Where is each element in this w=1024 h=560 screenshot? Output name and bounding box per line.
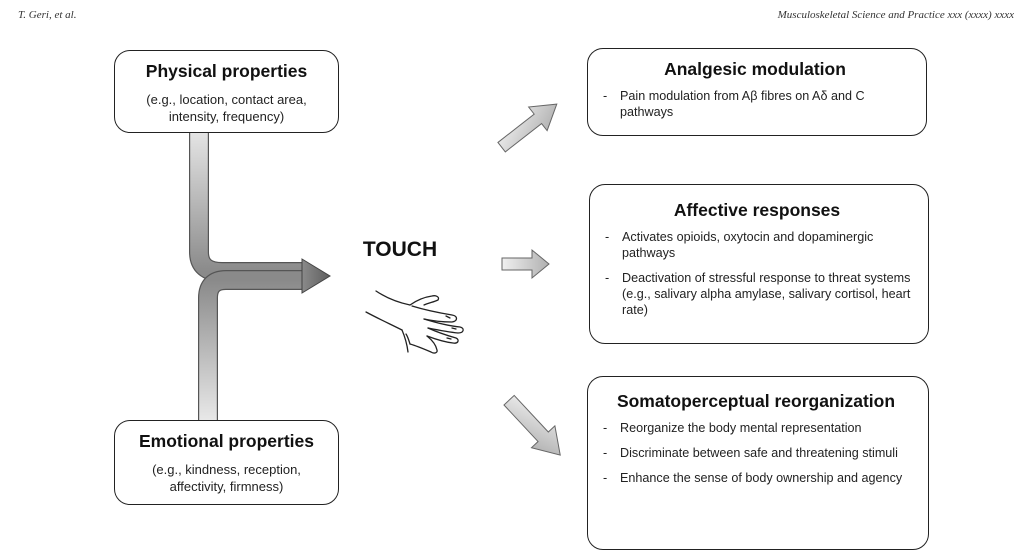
- physical-examples-line-2: intensity, frequency): [168, 109, 285, 124]
- list-item: Reorganize the body mental representatio…: [600, 420, 912, 436]
- affective-responses-title: Affective responses: [673, 200, 841, 220]
- somatoperceptual-reorganization-title: Somatoperceptual reorganization: [616, 391, 896, 411]
- emotional-properties-examples: (e.g., kindness, reception, affectivity,…: [127, 461, 326, 495]
- emotional-examples-line-2: affectivity, firmness): [169, 479, 284, 494]
- affective-responses-box: Affective responses Activates opioids, o…: [589, 184, 929, 344]
- list-item: Pain modulation from Aβ fibres on Aδ and…: [600, 88, 910, 120]
- physical-properties-box: Physical properties (e.g., location, con…: [114, 50, 339, 133]
- analgesic-modulation-box: Analgesic modulation Pain modulation fro…: [587, 48, 927, 136]
- merge-arrow-icon: [189, 133, 331, 420]
- list-item: Enhance the sense of body ownership and …: [600, 470, 912, 486]
- arrow-right-icon: [501, 248, 550, 280]
- running-head-authors: T. Geri, et al.: [18, 9, 77, 21]
- list-item: Deactivation of stressful response to th…: [602, 270, 912, 318]
- somatoperceptual-reorganization-box: Somatoperceptual reorganization Reorgani…: [587, 376, 929, 550]
- running-head-journal: Musculoskeletal Science and Practice xxx…: [777, 9, 1014, 21]
- emotional-properties-box: Emotional properties (e.g., kindness, re…: [114, 420, 339, 505]
- list-item: Discriminate between safe and threatenin…: [600, 445, 912, 461]
- emotional-properties-title: Emotional properties: [138, 431, 315, 451]
- physical-properties-title: Physical properties: [145, 61, 308, 81]
- touch-label: TOUCH: [362, 238, 438, 261]
- hand-icon: [365, 290, 464, 354]
- physical-properties-examples: (e.g., location, contact area, intensity…: [127, 91, 326, 125]
- somatoperceptual-reorganization-list: Reorganize the body mental representatio…: [600, 420, 912, 486]
- physical-examples-line-1: (e.g., location, contact area,: [146, 92, 307, 107]
- list-item: Activates opioids, oxytocin and dopamine…: [602, 229, 912, 261]
- analgesic-modulation-list: Pain modulation from Aβ fibres on Aδ and…: [600, 88, 910, 120]
- emotional-examples-line-1: (e.g., kindness, reception,: [152, 462, 301, 477]
- arrow-down-right-icon: [503, 394, 561, 456]
- analgesic-modulation-title: Analgesic modulation: [664, 59, 846, 79]
- affective-responses-list: Activates opioids, oxytocin and dopamine…: [602, 229, 912, 318]
- arrow-up-right-icon: [497, 103, 558, 153]
